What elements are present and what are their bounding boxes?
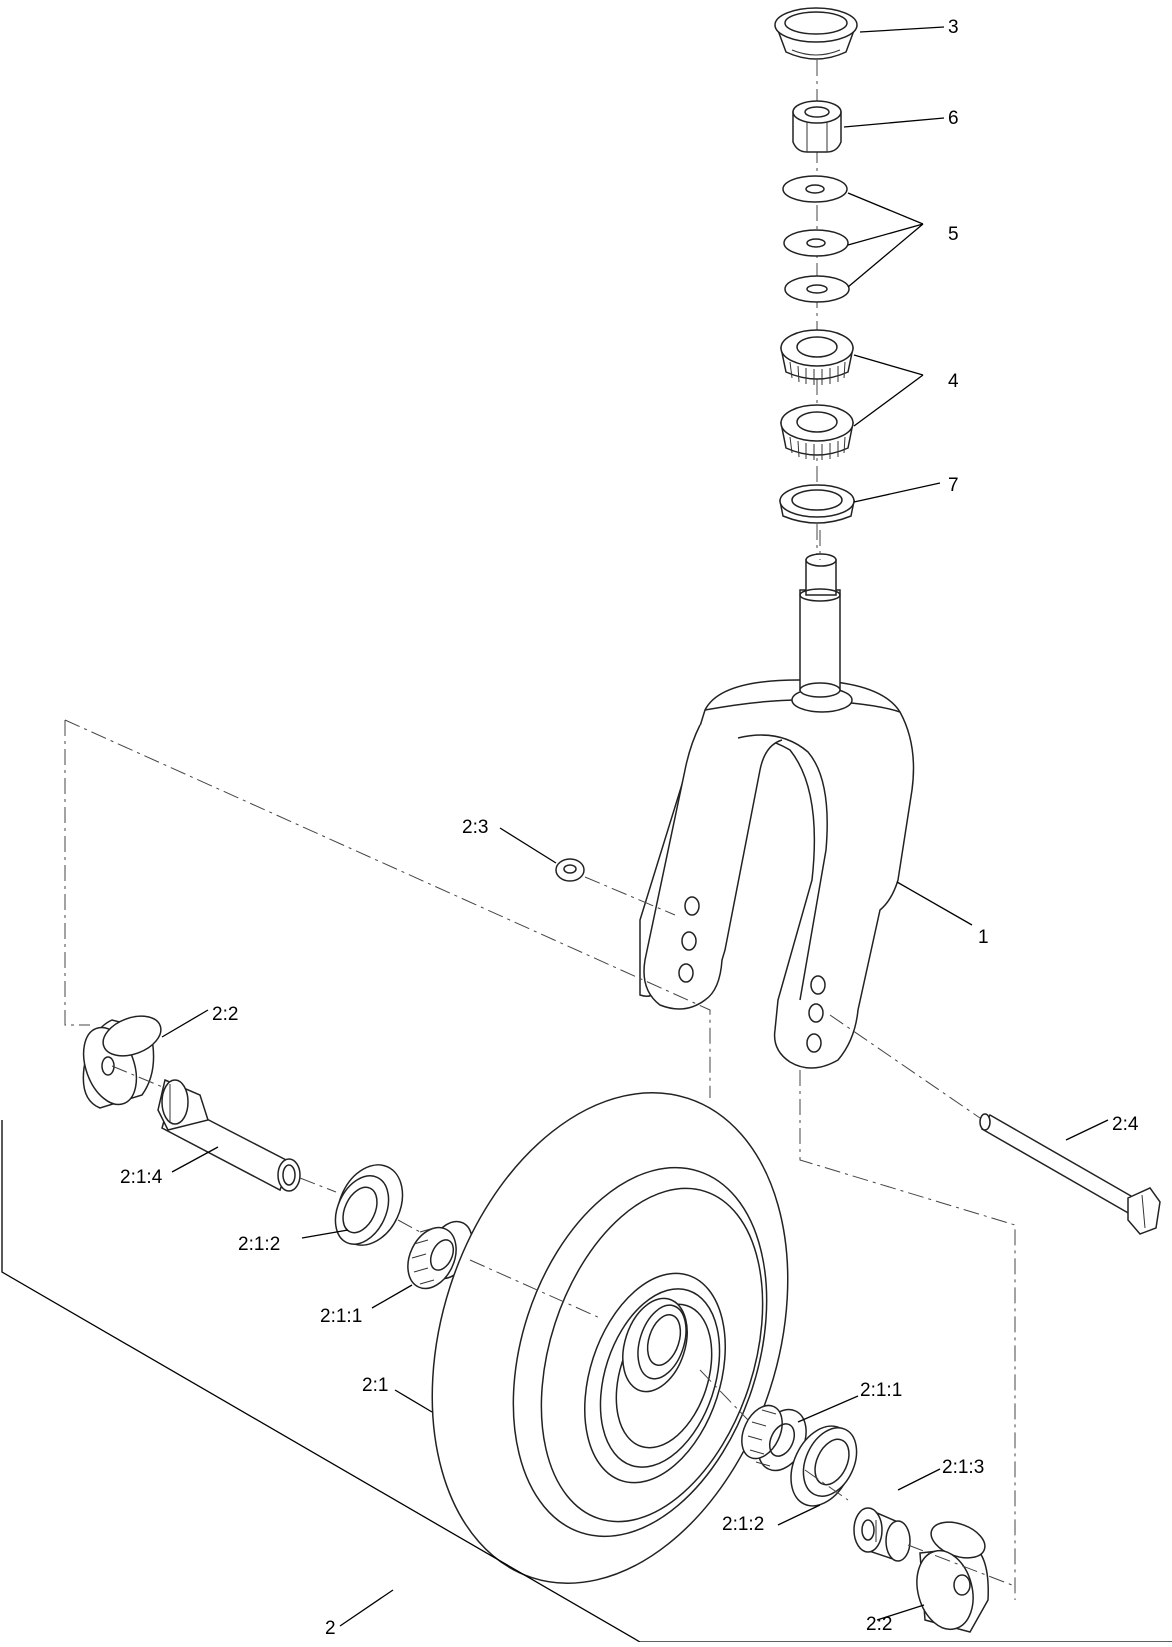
part-2-3-nut [555,858,585,882]
callout-4: 4 [948,371,959,392]
part-3-dust-cap [774,7,858,60]
callout-2-3: 2:3 [462,817,488,838]
callout-1: 1 [978,927,989,948]
part-5-washer-middle [783,229,849,257]
part-2-2-spacer-cap-bottom [916,1521,989,1633]
part-2-1-4-spacer-tube [157,1078,301,1192]
part-5-washer-bottom [784,275,850,303]
part-4-bearing-top [780,329,854,385]
leader-lines [161,26,1109,1627]
part-1-caster-fork [639,553,915,1069]
callout-2-1-3: 2:1:3 [942,1457,984,1478]
callout-2-2-top: 2:2 [212,1004,238,1025]
callout-2-1-1-right: 2:1:1 [860,1380,902,1401]
part-2-1-2-bearing-cup-right [790,1425,858,1507]
callout-2: 2 [325,1618,336,1639]
callout-2-1-2-left: 2:1:2 [238,1234,280,1255]
callout-5: 5 [948,224,959,245]
part-2-1-3-short-spacer [853,1507,911,1562]
callout-3: 3 [948,17,959,38]
assembly-center-lines [64,530,1016,1600]
callout-2-2-bottom: 2:2 [866,1614,892,1635]
part-2-1-1-cone-bearing-right [741,1404,807,1472]
callout-2-1: 2:1 [362,1375,388,1396]
callout-2-1-4: 2:1:4 [120,1167,163,1188]
callout-2-1-1-left: 2:1:1 [320,1306,362,1327]
part-2-4-bolt [979,1113,1161,1235]
callout-2-1-2-right: 2:1:2 [722,1514,764,1535]
part-2-1-wheel-assembly [431,1092,789,1584]
part-7-bearing-race [779,484,855,524]
part-2-1-2-bearing-cup-left [334,1164,404,1246]
callout-7: 7 [948,475,959,496]
callout-6: 6 [948,108,959,129]
part-5-washer-top [782,175,848,203]
part-6-lock-nut [792,100,842,153]
part-2-2-spacer-cap-top [82,1015,162,1109]
part-4-bearing-bottom [780,404,854,460]
callout-2-4: 2:4 [1112,1114,1139,1135]
